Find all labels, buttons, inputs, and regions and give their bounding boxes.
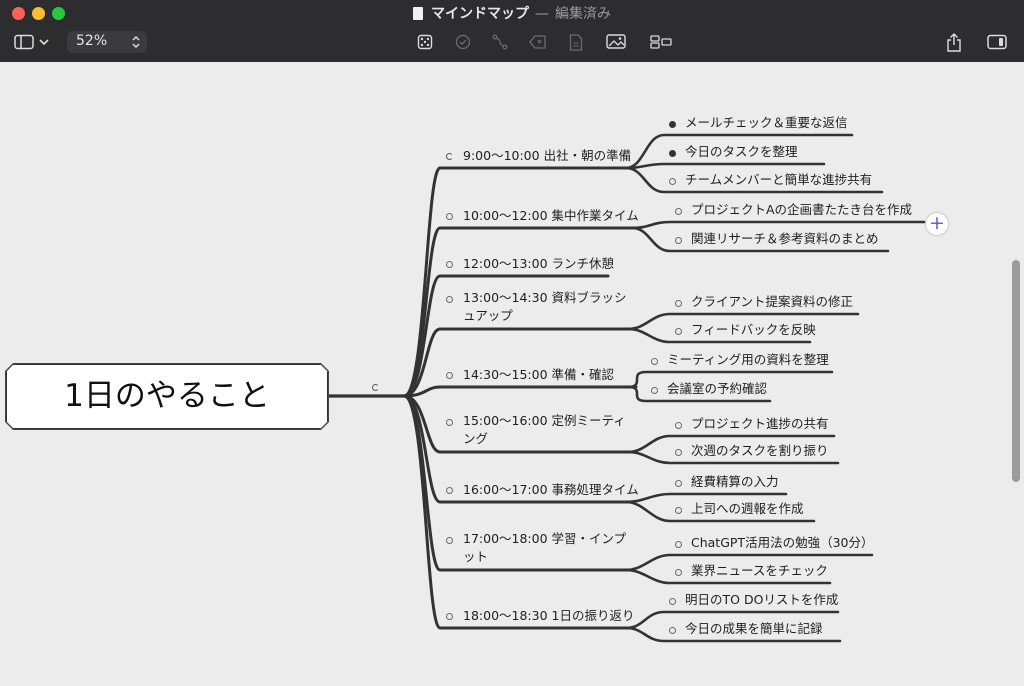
checkbox-icon[interactable] [675,422,682,429]
branch-node-label[interactable]: 13:00〜14:30 資料ブラッシュアップ [463,290,627,323]
child-connector [626,385,772,403]
child-node-label[interactable]: ミーティング用の資料を整理 [667,352,829,367]
document-icon [413,7,423,20]
child-node-label[interactable]: 経費精算の入力 [691,474,779,489]
checkbox-icon[interactable] [675,569,682,576]
task-status-icon[interactable] [446,613,453,620]
vertical-scrollbar[interactable] [1012,260,1020,482]
branch-connector [402,394,636,630]
add-node-button[interactable]: + [926,213,948,235]
mindmap-canvas[interactable]: 1日のやること 9:00〜10:00 出社・朝の準備 メールチェック＆重要な返信今… [0,62,1024,686]
child-node-label[interactable]: 業界ニュースをチェック [691,563,828,578]
minimize-button[interactable] [32,7,45,20]
checkbox-icon[interactable] [669,598,676,605]
child-node-label[interactable]: 関連リサーチ＆参考資料のまとめ [691,231,879,246]
root-node-label: 1日のやること [64,378,270,414]
branch-node-label[interactable]: 18:00〜18:30 1日の振り返り [463,608,635,623]
root-collapse-icon[interactable] [372,384,379,391]
task-status-icon[interactable] [446,419,453,426]
window-title-area: マインドマップ — 編集済み [0,3,1024,23]
task-status-icon[interactable] [446,153,453,160]
child-node-label[interactable]: 今日の成果を簡単に記録 [685,621,823,636]
child-node-label[interactable]: プロジェクト進捗の共有 [691,416,829,431]
branch-node-label[interactable]: 10:00〜12:00 集中作業タイム [463,208,639,223]
close-button[interactable] [12,7,25,20]
child-node-label[interactable]: 次週のタスクを割り振り [691,443,829,458]
branch-connector [402,327,638,398]
connect-icon[interactable] [490,32,510,52]
check-icon[interactable] [453,32,473,52]
branch-connector [402,385,638,398]
branch-node-label[interactable]: 9:00〜10:00 出社・朝の準備 [463,148,632,163]
zoom-control[interactable]: 52% [67,31,147,53]
window-title: マインドマップ [431,6,529,22]
child-connector [624,166,884,194]
checkbox-icon[interactable] [675,208,682,215]
child-node-label[interactable]: 今日のタスクを整理 [685,144,798,159]
child-node-label[interactable]: 上司への週報を作成 [691,501,804,516]
check-done-icon[interactable] [669,150,676,157]
stepper-icon[interactable] [131,34,141,54]
share-icon[interactable] [944,32,964,52]
checkbox-icon[interactable] [675,541,682,548]
titlebar: マインドマップ — 編集済み 52% [0,0,1024,62]
checkbox-icon[interactable] [675,237,682,244]
branch-node-label[interactable]: 16:00〜17:00 事務処理タイム [463,482,639,497]
checkbox-icon[interactable] [675,507,682,514]
child-node-label[interactable]: 明日のTO DOリストを作成 [685,592,839,607]
task-status-icon[interactable] [446,213,453,220]
checkbox-icon[interactable] [675,328,682,335]
branch-connector [402,166,636,398]
layout-icon[interactable] [649,32,673,52]
branch-node-label[interactable]: 14:30〜15:00 準備・確認 [463,367,615,382]
checkbox-icon[interactable] [669,627,676,634]
task-status-icon[interactable] [446,296,453,303]
child-connector [626,327,812,344]
checkbox-icon[interactable] [675,449,682,456]
child-node-label[interactable]: チームメンバーと簡単な進捗共有 [685,172,873,187]
chevron-down-icon[interactable] [38,32,50,52]
edit-status: 編集済み [555,6,611,22]
task-status-icon[interactable] [446,487,453,494]
root-node[interactable] [6,364,328,429]
inspector-icon[interactable] [986,32,1008,52]
note-icon[interactable] [566,32,586,52]
tag-icon[interactable] [528,32,548,52]
sidebar-icon[interactable] [13,32,35,52]
title-separator: — [535,6,549,22]
child-connector [630,220,926,230]
child-connector [626,450,840,465]
add-child-icon[interactable] [415,32,435,52]
zoom-value: 52% [76,33,108,49]
branch-connector [402,274,610,398]
child-connector [624,162,826,170]
checkbox-icon[interactable] [651,358,658,365]
child-node-label[interactable]: 会議室の予約確認 [667,381,768,396]
child-connector [630,226,890,253]
branch-node-label[interactable]: 17:00〜18:00 学習・インプット [463,531,627,564]
mindmap-connectors [326,133,926,643]
child-connector [624,626,842,643]
task-status-icon[interactable] [446,261,453,268]
child-node-label[interactable]: ChatGPT活用法の勉強（30分） [691,535,874,550]
maximize-button[interactable] [52,7,65,20]
checkbox-icon[interactable] [669,178,676,185]
child-node-label[interactable]: フィードバックを反映 [691,322,816,337]
task-status-icon[interactable] [446,372,453,379]
child-connector [624,500,816,523]
check-done-icon[interactable] [669,121,676,128]
child-node-label[interactable]: プロジェクトAの企画書たたき台を作成 [691,202,913,217]
branch-node-label[interactable]: 12:00〜13:00 ランチ休憩 [463,256,615,271]
child-node-label[interactable]: メールチェック＆重要な返信 [685,115,848,130]
image-icon[interactable] [605,32,629,52]
checkbox-icon[interactable] [675,300,682,307]
child-connector [624,568,832,585]
task-status-icon[interactable] [446,537,453,544]
branch-node-label[interactable]: 15:00〜16:00 定例ミーティング [463,413,626,446]
checkbox-icon[interactable] [675,480,682,487]
child-node-label[interactable]: クライアント提案資料の修正 [691,294,854,309]
checkbox-icon[interactable] [651,387,658,394]
